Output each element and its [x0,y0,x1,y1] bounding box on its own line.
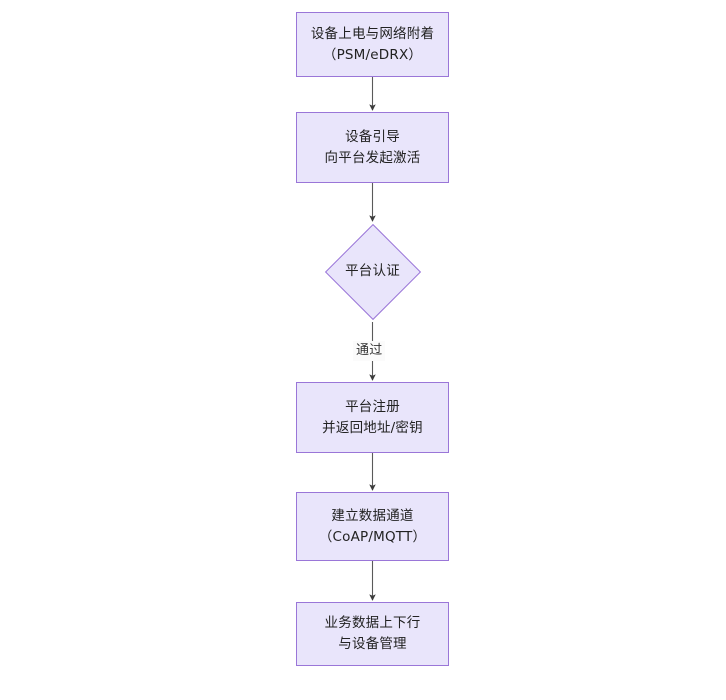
node-data-channel[interactable]: 建立数据通道 （CoAP/MQTT） [296,492,449,561]
node-platform-auth[interactable]: 平台认证 [323,221,422,322]
node-bootstrap-line-1: 设备引导 [345,128,400,145]
node-data-channel-line-2: （CoAP/MQTT） [318,528,427,545]
node-bootstrap-line-2: 向平台发起激活 [324,149,421,166]
node-platform-register[interactable]: 平台注册 并返回地址/密钥 [296,382,449,453]
node-power-on-line-1: 设备上电与网络附着 [310,25,435,42]
node-business-data[interactable]: 业务数据上下行 与设备管理 [296,602,449,666]
node-platform-register-line-2: 并返回地址/密钥 [322,419,423,436]
node-power-on[interactable]: 设备上电与网络附着 （PSM/eDRX） [296,12,449,77]
node-business-data-line-1: 业务数据上下行 [324,615,421,632]
node-data-channel-line-1: 建立数据通道 [331,507,414,524]
node-platform-register-line-1: 平台注册 [345,398,400,415]
node-platform-auth-label: 平台认证 [345,263,400,280]
node-business-data-line-2: 与设备管理 [338,636,407,652]
edge-label-pass: 通过 [353,341,386,362]
node-bootstrap[interactable]: 设备引导 向平台发起激活 [296,112,449,183]
node-power-on-line-2: （PSM/eDRX） [322,46,423,63]
